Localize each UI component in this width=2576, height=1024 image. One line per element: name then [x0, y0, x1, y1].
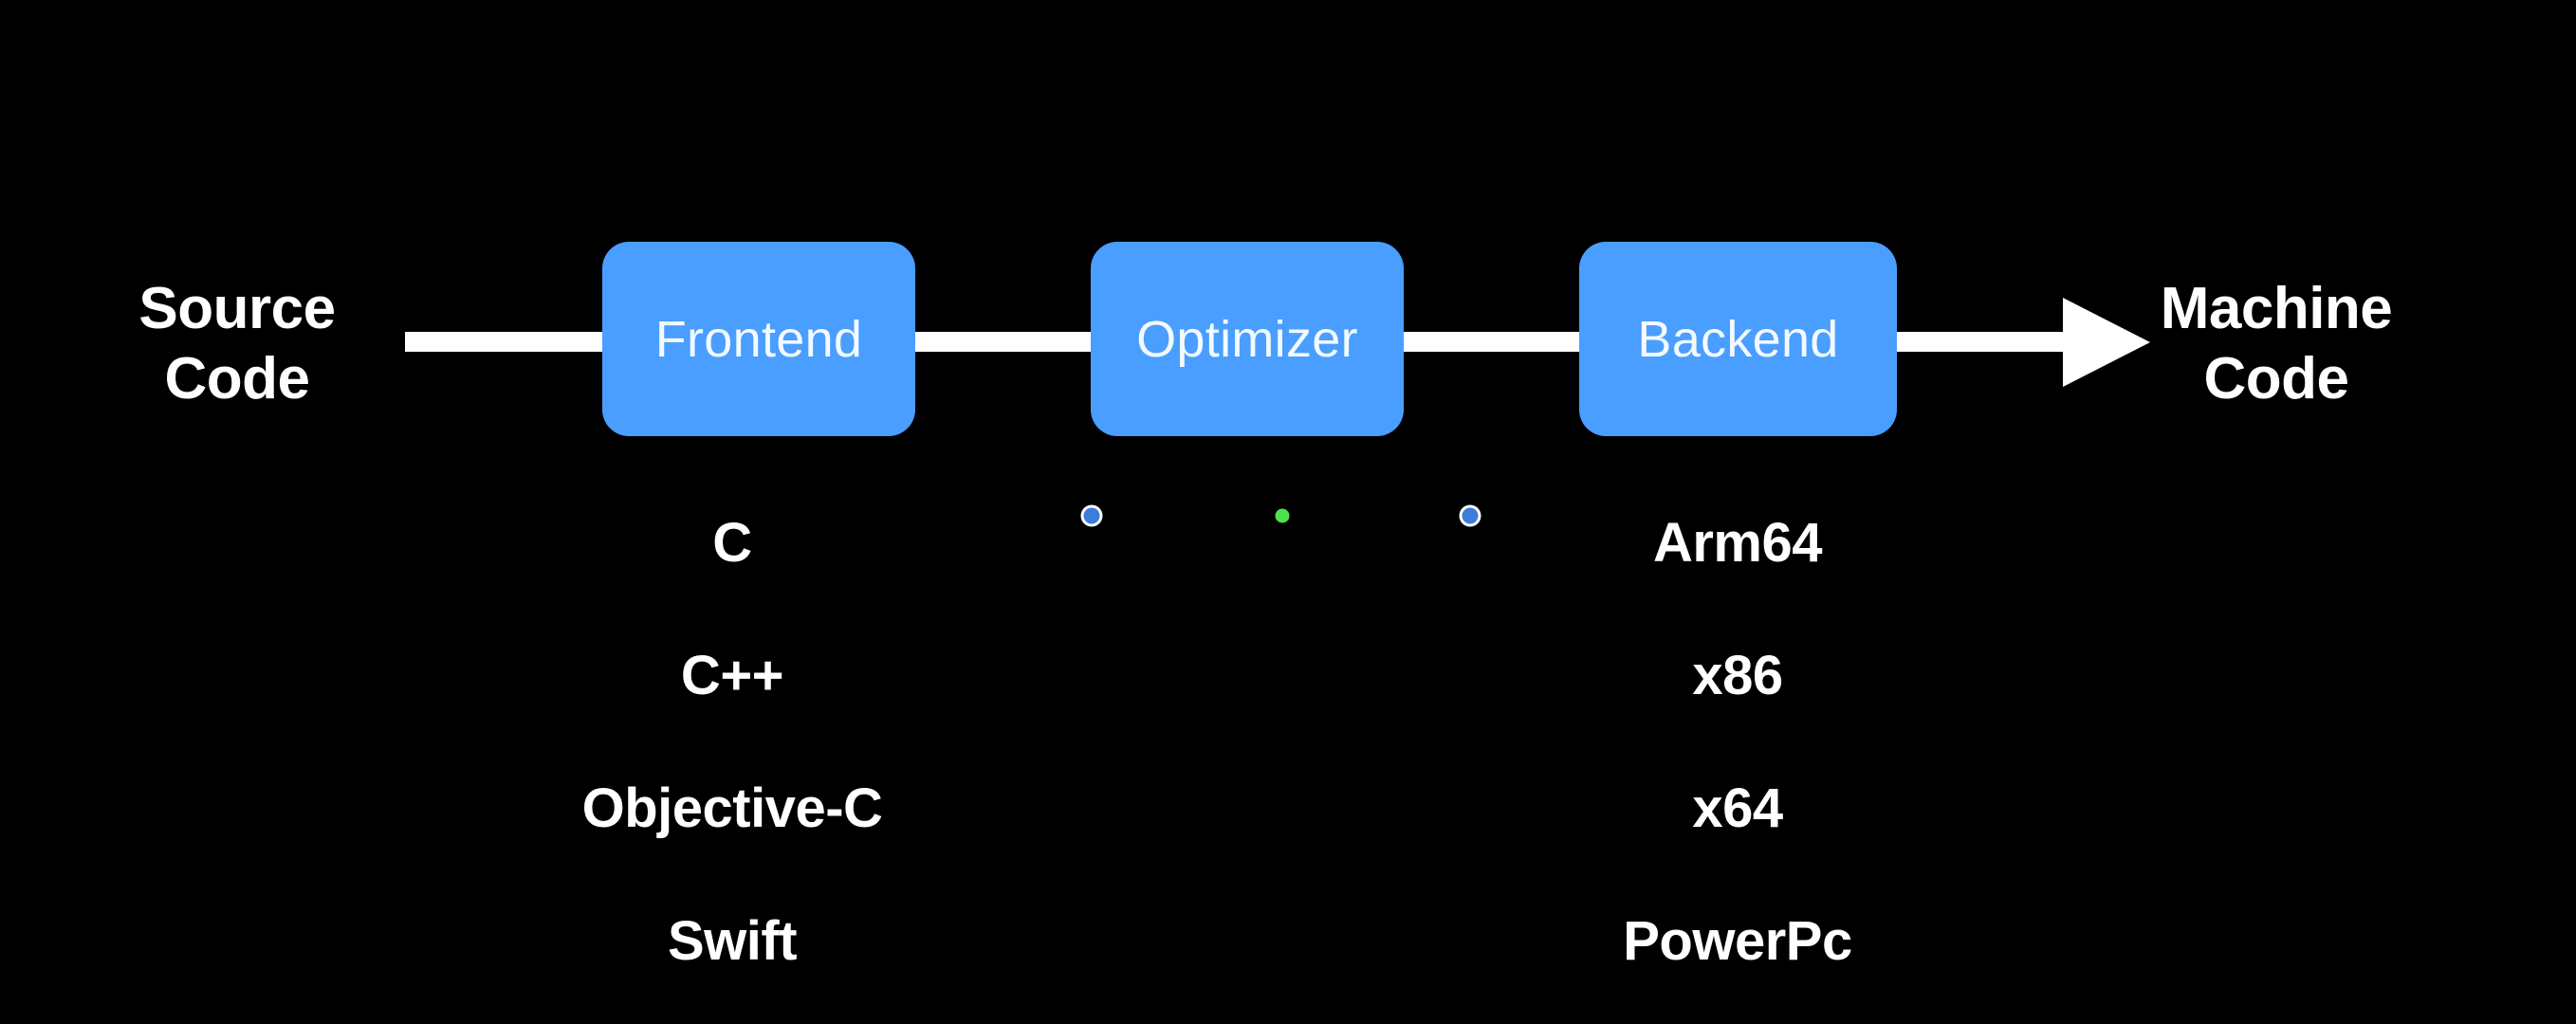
stage-box-backend-label: Backend: [1637, 310, 1839, 368]
input-language-list: C C++ Objective-C Swift: [582, 477, 883, 1008]
list-item: Objective-C: [581, 777, 883, 839]
stage-box-backend[interactable]: Backend: [1579, 242, 1897, 436]
output-target-list: Arm64 x86 x64 PowerPc: [1623, 477, 1852, 1008]
connector-segment-input: [405, 332, 609, 352]
list-item: Swift: [667, 910, 798, 972]
input-label-line-1: Source: [138, 276, 336, 341]
output-label-line-1: Machine: [2160, 276, 2393, 341]
arrow-head-icon: [2063, 298, 2150, 387]
input-label: Source Code: [138, 274, 336, 414]
connector-segment-frontend-optimizer: [909, 332, 1098, 352]
list-item: x86: [1692, 645, 1783, 706]
pointer-dot-left[interactable]: [1083, 507, 1100, 524]
list-item: C++: [680, 645, 784, 706]
output-label: Machine Code: [2161, 274, 2393, 414]
output-label-line-2: Code: [2203, 346, 2349, 411]
list-item: Arm64: [1652, 512, 1823, 574]
connector-segment-optimizer-backend: [1397, 332, 1587, 352]
connector-segment-output: [1890, 332, 2070, 352]
stage-box-optimizer[interactable]: Optimizer: [1091, 242, 1404, 436]
pointer-dot-right[interactable]: [1462, 507, 1479, 524]
pointer-dot-middle[interactable]: [1275, 508, 1290, 523]
list-item: x64: [1692, 777, 1783, 839]
list-item: C: [712, 512, 752, 574]
stage-box-optimizer-label: Optimizer: [1136, 310, 1358, 368]
stage-box-frontend[interactable]: Frontend: [602, 242, 915, 436]
list-item: PowerPc: [1623, 910, 1852, 972]
input-label-line-2: Code: [164, 346, 310, 411]
stage-box-frontend-label: Frontend: [654, 310, 863, 368]
